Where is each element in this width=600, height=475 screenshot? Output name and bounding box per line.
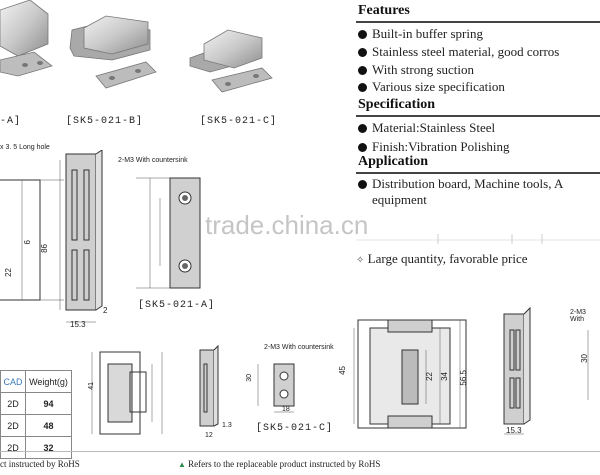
dim-15-3-b: 15.3 xyxy=(506,426,522,435)
weight-table: CAD Weight(g) 2D 94 2D 48 2D 32 xyxy=(0,370,72,459)
product-photo-c xyxy=(189,29,273,93)
bullet-icon xyxy=(358,179,367,189)
decorative-ticks xyxy=(356,234,600,244)
footer-right-note: ▲ Refers to the replaceable product inst… xyxy=(178,459,381,469)
feature-item: Various size specification xyxy=(358,79,505,95)
feature-item: With strong suction xyxy=(358,62,474,78)
specification-title: Specification xyxy=(358,97,435,112)
weight-cell: 32 xyxy=(25,436,72,459)
weight-table-header: CAD Weight(g) xyxy=(0,370,72,393)
table-row: 2D 48 xyxy=(0,414,72,437)
bullet-icon xyxy=(358,123,367,133)
weight-cell: 48 xyxy=(25,414,72,437)
product-photos xyxy=(0,0,273,93)
bullet-icon xyxy=(358,65,367,75)
features-title: Features xyxy=(358,3,410,18)
weight-cell: 94 xyxy=(25,392,72,415)
drawing-sk5-021-b xyxy=(353,306,589,435)
drawing-caption-c: [SK5-021-C] xyxy=(256,423,334,434)
cad-header: CAD xyxy=(0,370,26,393)
dim-86-a: 86 xyxy=(40,244,49,253)
spec-item: Material:Stainless Steel xyxy=(358,120,495,136)
dim-12-c: 12 xyxy=(205,432,213,439)
application-title: Application xyxy=(358,154,429,169)
dim-18-c: 18 xyxy=(282,406,290,413)
price-note: ✧ Large quantity, favorable price xyxy=(356,251,528,266)
countersink-label-a: 2-M3 With countersink xyxy=(118,157,188,164)
feature-item: Stainless steel material, good corros xyxy=(358,44,559,60)
countersink-label-b: 2-M3 With xyxy=(570,309,586,323)
drawing-caption-a: [SK5-021-A] xyxy=(138,300,216,311)
drawing-sk5-021-c xyxy=(91,344,295,435)
dim-22-a: 22 xyxy=(4,268,13,277)
bullet-icon xyxy=(358,142,367,152)
features-rule xyxy=(356,21,600,23)
product-photo-a xyxy=(0,0,53,77)
spec-item: Finish:Vibration Polishing xyxy=(358,139,510,155)
dim-30-c: 30 xyxy=(246,374,253,382)
footer-rule xyxy=(0,451,600,452)
footer-left-note: ct instructed by RoHS xyxy=(0,459,80,469)
dim-34-b: 34 xyxy=(440,372,449,381)
watermark: trade.china.cn xyxy=(205,210,369,240)
countersink-label-c: 2-M3 With countersink xyxy=(264,344,334,351)
dim-45-b: 45 xyxy=(338,366,347,375)
dim-41-c: 41 xyxy=(88,382,95,390)
cad-cell: 2D xyxy=(0,392,26,415)
dim-22-b: 22 xyxy=(425,372,434,381)
cad-cell: 2D xyxy=(0,414,26,437)
dim-56-5-b: 56.5 xyxy=(459,370,468,386)
dim-15-3-a: 15.3 xyxy=(70,320,86,329)
dim-6-a: 6 xyxy=(23,240,32,245)
product-photo-b xyxy=(69,15,157,89)
triangle-icon: ▲ xyxy=(178,460,186,469)
application-rule xyxy=(356,172,600,174)
application-continuation: equipment xyxy=(372,192,427,207)
dim-30-b: 30 xyxy=(580,354,589,363)
cad-cell: 2D xyxy=(0,436,26,459)
dim-1-3-c: 1.3 xyxy=(222,422,232,429)
application-item: Distribution board, Machine tools, A xyxy=(358,176,563,192)
bullet-icon xyxy=(358,29,367,39)
dim-2-a: 2 xyxy=(103,306,108,315)
bullet-icon xyxy=(358,82,367,92)
bullet-icon xyxy=(358,47,367,57)
drawing-sk5-021-a xyxy=(0,150,201,323)
hole-note: x 3. 5 Long hole xyxy=(0,144,50,151)
specification-rule xyxy=(356,115,600,117)
weight-header: Weight(g) xyxy=(25,370,72,393)
sparkle-icon: ✧ xyxy=(356,255,365,266)
label-sk5-021-c: [SK5-021-C] xyxy=(200,116,278,127)
label-sk5-021-a: -A] xyxy=(0,116,22,127)
table-row: 2D 32 xyxy=(0,436,72,459)
table-row: 2D 94 xyxy=(0,392,72,415)
label-sk5-021-b: [SK5-021-B] xyxy=(66,116,144,127)
feature-item: Built-in buffer spring xyxy=(358,26,483,42)
